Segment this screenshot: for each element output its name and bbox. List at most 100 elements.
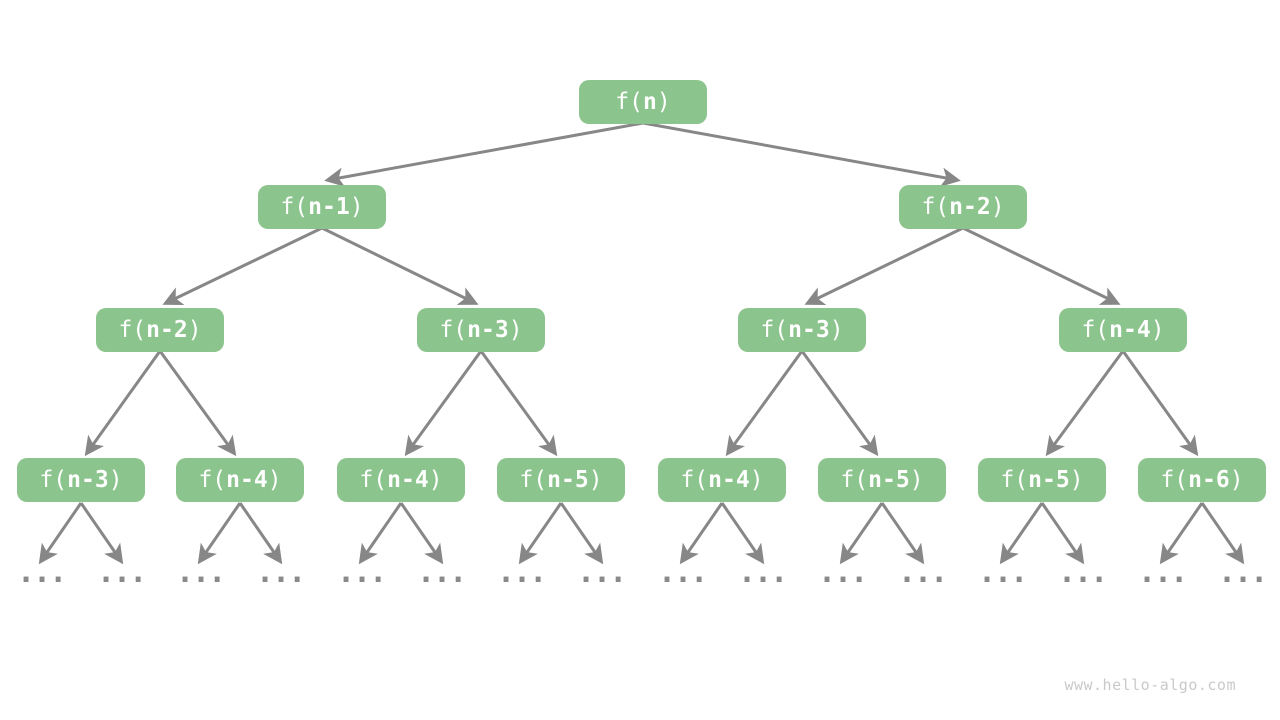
ellipsis: ... (417, 555, 467, 590)
edge-arrow (800, 350, 879, 457)
edge-arrow (720, 502, 765, 565)
tree-node-l1-0: f(n-1) (258, 185, 386, 229)
node-label-pre: f( (39, 466, 68, 493)
edge-arrow (679, 502, 724, 565)
node-label-pre: f( (198, 466, 227, 493)
node-label-post: ) (1229, 466, 1244, 493)
ellipsis: ... (17, 555, 67, 590)
edge-arrow (1200, 502, 1245, 565)
tree-node-l1-1: f(n-2) (899, 185, 1027, 229)
ellipsis: ... (978, 555, 1028, 590)
tree-node-l3-6: f(n-5) (978, 458, 1106, 502)
edge-arrow (1040, 502, 1085, 565)
edge-arrow (158, 350, 237, 457)
node-label-post: ) (588, 466, 603, 493)
tree-node-l2-3: f(n-4) (1059, 308, 1187, 352)
node-label-post: ) (749, 466, 764, 493)
node-label-pre: f( (439, 316, 468, 343)
edge-arrow (1159, 502, 1204, 565)
node-label-arg: n (642, 88, 657, 115)
node-label-arg: n-2 (949, 193, 991, 220)
node-label-arg: n-3 (67, 466, 109, 493)
edge-arrow (642, 121, 961, 187)
node-label-pre: f( (680, 466, 709, 493)
ellipsis: ... (1218, 555, 1268, 590)
ellipsis: ... (337, 555, 387, 590)
node-label-pre: f( (359, 466, 388, 493)
tree-node-l2-2: f(n-3) (738, 308, 866, 352)
tree-node-l3-7: f(n-6) (1138, 458, 1266, 502)
edge-arrow (399, 502, 444, 565)
edge-arrow (197, 502, 242, 565)
node-label-post: ) (990, 193, 1005, 220)
edge-arrow (518, 502, 563, 565)
tree-node-root: f(n) (579, 80, 707, 124)
edge-arrow (162, 226, 323, 306)
edge-arrow (79, 502, 124, 565)
edge-arrow (358, 502, 403, 565)
edge-arrow (1121, 350, 1199, 457)
tree-node-l3-3: f(n-5) (497, 458, 625, 502)
node-label-pre: f( (760, 316, 789, 343)
node-label-post: ) (187, 316, 202, 343)
node-label-pre: f( (519, 466, 548, 493)
tree-node-l3-4: f(n-4) (658, 458, 786, 502)
node-label-arg: n-3 (467, 316, 509, 343)
node-label-post: ) (656, 88, 671, 115)
edge-arrow (880, 502, 925, 565)
edge-arrow (479, 350, 558, 457)
edge-arrow (559, 502, 604, 565)
ellipsis: ... (1058, 555, 1108, 590)
node-label-arg: n-1 (308, 193, 350, 220)
edge-arrow (324, 121, 644, 187)
node-label-post: ) (508, 316, 523, 343)
node-label-arg: n-3 (788, 316, 830, 343)
node-label-pre: f( (921, 193, 950, 220)
edge-arrow (238, 502, 283, 565)
node-label-post: ) (108, 466, 123, 493)
node-label-pre: f( (118, 316, 147, 343)
node-label-pre: f( (280, 193, 309, 220)
edge-arrow (839, 502, 884, 565)
edge-arrow (84, 350, 162, 457)
node-label-post: ) (829, 316, 844, 343)
ellipsis: ... (1138, 555, 1188, 590)
ellipsis: ... (898, 555, 948, 590)
node-label-arg: n-4 (387, 466, 429, 493)
node-label-arg: n-4 (1109, 316, 1151, 343)
ellipsis: ... (497, 555, 547, 590)
node-label-arg: n-4 (226, 466, 268, 493)
edge-arrow (804, 226, 964, 305)
node-label-arg: n-5 (547, 466, 589, 493)
edge-arrow (725, 350, 804, 457)
node-label-post: ) (1150, 316, 1165, 343)
node-label-pre: f( (840, 466, 869, 493)
node-label-post: ) (267, 466, 282, 493)
tree-node-l3-2: f(n-4) (337, 458, 465, 502)
watermark: www.hello-algo.com (1064, 676, 1236, 694)
ellipsis: ... (818, 555, 868, 590)
node-label-post: ) (1069, 466, 1084, 493)
node-label-post: ) (349, 193, 364, 220)
ellipsis: ... (176, 555, 226, 590)
edge-arrow (1045, 350, 1125, 457)
node-label-pre: f( (1000, 466, 1029, 493)
ellipsis: ... (256, 555, 306, 590)
node-label-pre: f( (615, 88, 643, 115)
edge-arrow (999, 502, 1044, 565)
tree-node-l3-1: f(n-4) (176, 458, 304, 502)
tree-node-l3-5: f(n-5) (818, 458, 946, 502)
ellipsis: ... (738, 555, 788, 590)
node-label-pre: f( (1081, 316, 1110, 343)
node-label-arg: n-5 (1028, 466, 1070, 493)
edge-arrow (404, 350, 483, 457)
edge-arrow (962, 226, 1121, 305)
tree-node-l2-0: f(n-2) (96, 308, 224, 352)
node-label-post: ) (428, 466, 443, 493)
ellipsis: ... (577, 555, 627, 590)
node-label-pre: f( (1160, 466, 1189, 493)
node-label-post: ) (909, 466, 924, 493)
node-label-arg: n-5 (868, 466, 910, 493)
edge-arrow (321, 226, 479, 305)
